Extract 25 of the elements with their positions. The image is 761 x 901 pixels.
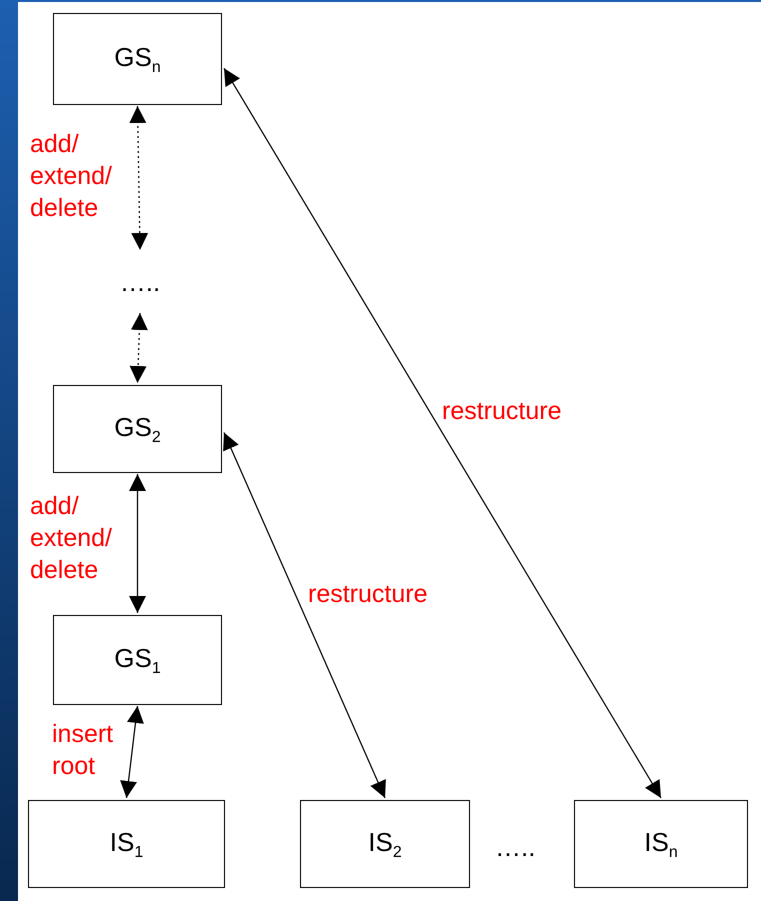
process-box xyxy=(53,13,222,105)
double-arrow xyxy=(120,706,144,798)
ellipsis-text: ….. xyxy=(495,832,536,863)
edge-label: add/ extend/ delete xyxy=(30,491,114,586)
box-label: GS$_{1}$ xyxy=(114,642,161,678)
double-arrow xyxy=(223,432,386,798)
edge-label: insert root xyxy=(52,719,114,782)
box-label: GS$_{n}$ xyxy=(114,42,161,76)
process-box xyxy=(53,385,222,473)
ellipsis-text: ….. xyxy=(120,266,160,298)
process-box xyxy=(574,800,748,888)
process-box xyxy=(53,615,222,705)
double-arrow xyxy=(130,312,148,384)
double-arrow xyxy=(129,106,148,250)
edge-label: restructure xyxy=(308,579,428,610)
double-arrow xyxy=(223,68,662,798)
process-box xyxy=(28,800,225,888)
edge-label: restructure xyxy=(442,396,562,427)
box-label: GS$_{2}$ xyxy=(114,412,161,446)
edge-label: add/ extend/ delete xyxy=(30,129,114,224)
box-label: IS$_{2}$ xyxy=(368,826,402,862)
process-box xyxy=(300,800,470,888)
box-label: IS$_{1}$ xyxy=(110,826,144,862)
double-arrow xyxy=(129,474,146,613)
box-label: IS$_{n}$ xyxy=(644,826,678,862)
